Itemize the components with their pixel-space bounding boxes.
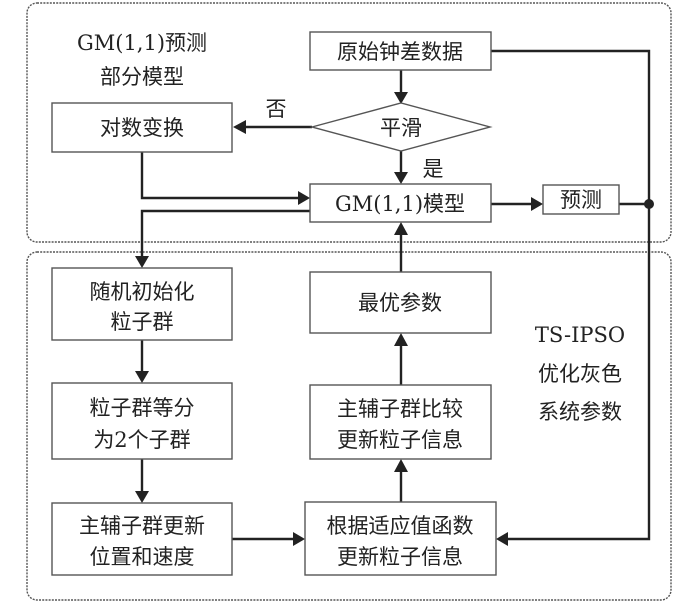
arrowhead xyxy=(233,120,246,134)
node-predict: 预测 xyxy=(542,184,620,215)
node-best-params-label: 最优参数 xyxy=(358,291,442,315)
bottom-panel-title-line-3: 系统参数 xyxy=(538,400,622,424)
bottom-panel-title-line-2: 优化灰色 xyxy=(538,362,622,386)
ts-ipso-panel xyxy=(26,251,672,601)
node-best-params: 最优参数 xyxy=(309,271,492,334)
bottom-panel-title-line-1: TS-IPSO xyxy=(535,323,625,347)
node-update-pos-line-2: 位置和速度 xyxy=(90,545,195,569)
node-update-pos: 主辅子群更新 位置和速度 xyxy=(51,502,233,576)
node-split-swarm-line-1: 粒子群等分 xyxy=(90,396,195,420)
edge-label-no: 否 xyxy=(266,97,287,121)
node-init-swarm-line-1: 随机初始化 xyxy=(90,280,195,304)
node-log-transform: 对数变换 xyxy=(51,102,233,153)
top-panel-title-line-1: GM(1,1)预测 xyxy=(77,31,207,55)
arrowhead xyxy=(135,256,149,268)
arrowhead xyxy=(531,197,543,211)
arrowhead xyxy=(496,532,508,546)
node-init-swarm-line-2: 粒子群 xyxy=(111,310,174,334)
arrowhead xyxy=(135,371,149,383)
node-gm-model-label: GM(1,1)模型 xyxy=(335,192,465,216)
arrowhead xyxy=(293,532,305,546)
edge-log-to-gm xyxy=(140,152,300,200)
node-split-swarm-line-2: 为2个子群 xyxy=(93,428,190,452)
node-split-swarm: 粒子群等分 为2个子群 xyxy=(51,382,233,460)
node-compare-update: 主辅子群比较 更新粒子信息 xyxy=(309,384,492,460)
gm-prediction-panel xyxy=(26,2,672,243)
arrowhead xyxy=(394,222,408,235)
top-panel-title-line-2: 部分模型 xyxy=(100,65,184,89)
node-compare-update-line-1: 主辅子群比较 xyxy=(337,397,463,421)
node-update-pos-line-1: 主辅子群更新 xyxy=(79,514,205,538)
node-fitness-update-line-1: 根据适应值函数 xyxy=(327,514,474,538)
decision-smooth-label: 平滑 xyxy=(380,116,422,140)
arrowhead xyxy=(394,459,408,472)
edge-label-yes: 是 xyxy=(423,157,444,181)
junction-dot xyxy=(644,199,654,209)
arrowhead xyxy=(394,172,408,184)
arrowhead xyxy=(394,92,408,104)
edge-raw-to-fitness xyxy=(491,49,651,541)
node-fitness-update: 根据适应值函数 更新粒子信息 xyxy=(304,501,497,576)
arrowhead xyxy=(298,191,310,205)
edge-gm-to-init xyxy=(140,209,310,258)
node-gm-model: GM(1,1)模型 xyxy=(309,183,492,223)
node-compare-update-line-2: 更新粒子信息 xyxy=(337,428,463,452)
decision-smooth: 平滑 xyxy=(309,102,493,152)
node-fitness-update-line-2: 更新粒子信息 xyxy=(337,545,463,569)
node-raw-data: 原始钟差数据 xyxy=(309,31,492,71)
arrowhead xyxy=(394,333,408,346)
node-raw-data-label: 原始钟差数据 xyxy=(337,40,463,64)
node-predict-label: 预测 xyxy=(560,188,602,212)
arrowhead xyxy=(135,491,149,503)
node-init-swarm: 随机初始化 粒子群 xyxy=(51,267,233,341)
node-log-transform-label: 对数变换 xyxy=(100,116,184,140)
